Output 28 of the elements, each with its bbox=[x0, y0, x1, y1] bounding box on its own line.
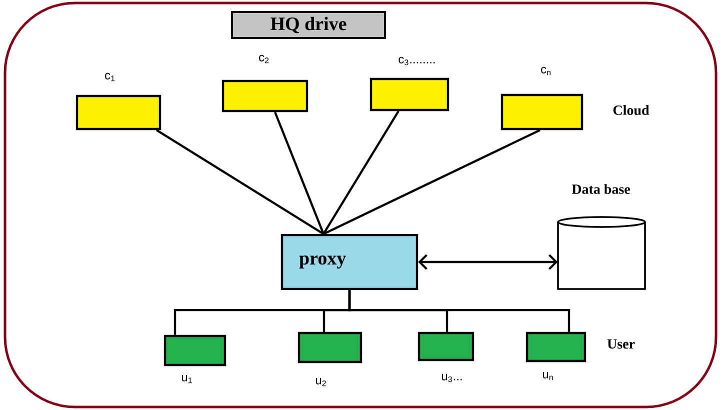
proxy-box: proxy bbox=[280, 234, 418, 290]
user-box bbox=[298, 332, 362, 364]
connector-line bbox=[322, 110, 400, 235]
user-box bbox=[526, 332, 586, 362]
node-label: c$_{1}$ bbox=[105, 72, 115, 82]
node-label: u$_{2}$ bbox=[316, 378, 326, 386]
title-box: HQ drive bbox=[231, 11, 386, 39]
connector-line bbox=[156, 129, 324, 235]
group-label: Cloud bbox=[613, 105, 650, 115]
cloud-box bbox=[370, 78, 450, 112]
node-label: u$_{n}$ bbox=[542, 372, 553, 380]
connector-line bbox=[274, 112, 325, 234]
node-label: c$_{3}$........ bbox=[398, 56, 435, 66]
node-label: Data base bbox=[572, 184, 630, 194]
cloud-box bbox=[76, 94, 162, 130]
connector-line bbox=[323, 129, 540, 235]
database-cylinder bbox=[557, 216, 646, 290]
connector-line bbox=[348, 290, 570, 332]
group-label: User bbox=[607, 339, 635, 349]
node-label: c$_{n}$ bbox=[541, 66, 550, 76]
user-box bbox=[164, 334, 226, 366]
node-label: u$_{1}$ bbox=[182, 374, 192, 384]
user-box bbox=[418, 332, 474, 362]
arrow bbox=[418, 254, 558, 270]
node-label: c$_{2}$ bbox=[259, 54, 269, 64]
cloud-box bbox=[500, 94, 584, 130]
cloud-box bbox=[222, 80, 308, 112]
node-label: u$_{3}$... bbox=[442, 374, 462, 382]
